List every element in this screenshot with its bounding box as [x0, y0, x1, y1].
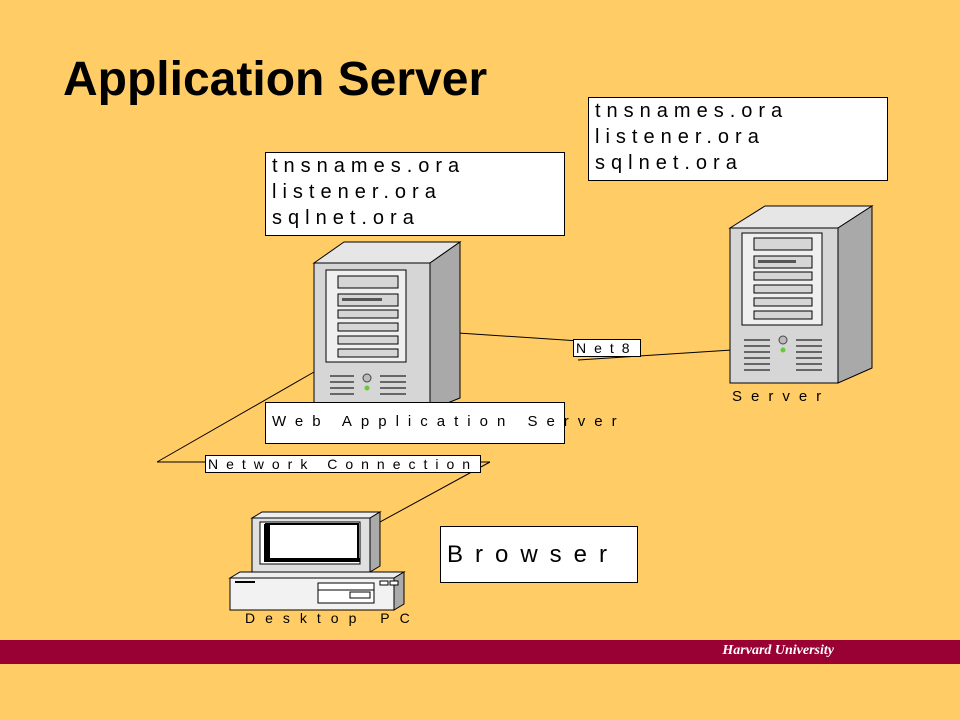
web-application-server-label: Web Application Server [272, 413, 626, 430]
app-server-config-box: tnsnames.ora listener.ora sqlnet.ora [265, 152, 565, 236]
footer-bar: Harvard University [0, 640, 960, 664]
config-file-sqlnet: sqlnet.ora [595, 152, 743, 174]
browser-box: Browser [440, 526, 638, 583]
net8-line-right [577, 349, 733, 361]
web-application-server-box: Web Application Server [265, 402, 617, 444]
web-server-tower-icon [312, 241, 462, 411]
server-config-box: tnsnames.ora listener.ora sqlnet.ora [588, 97, 888, 181]
net8-label: Net8 [573, 339, 641, 357]
config-file-sqlnet: sqlnet.ora [272, 207, 420, 229]
network-line-left [156, 371, 315, 463]
config-file-listener: listener.ora [272, 181, 442, 203]
diagram-art [156, 205, 874, 611]
server-label: Server [732, 388, 831, 405]
server-tower-icon [728, 205, 874, 384]
desktop-pc-icon [228, 511, 406, 611]
config-file-tnsnames: tnsnames.ora [595, 100, 789, 122]
network-connection-label: Network Connection [205, 455, 482, 473]
config-file-tnsnames: tnsnames.ora [272, 155, 466, 177]
config-file-listener: listener.ora [595, 126, 765, 148]
desktop-pc-label: Desktop PC [245, 610, 420, 626]
slide-title: Application Server [63, 53, 488, 106]
footer-text: Harvard University [722, 643, 834, 658]
browser-label: Browser [447, 541, 620, 568]
